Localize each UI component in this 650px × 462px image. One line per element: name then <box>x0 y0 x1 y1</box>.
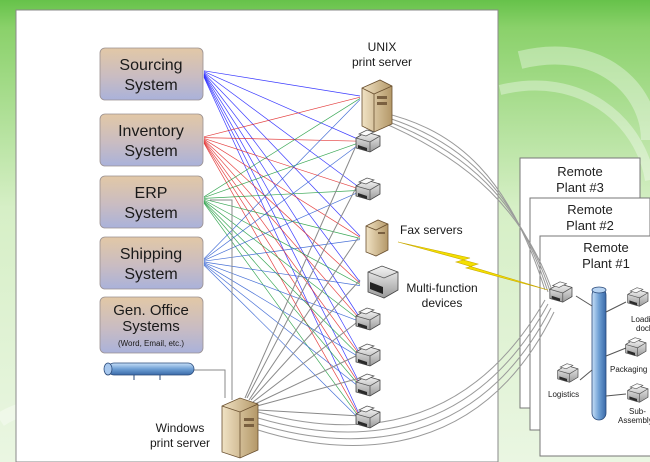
multifunction-device-icon <box>367 265 399 299</box>
office-network-bus <box>103 362 195 380</box>
connection-line <box>203 199 361 285</box>
system-erp: ERP System <box>99 175 204 229</box>
remote-plant-1-line1: Remote <box>583 240 629 255</box>
remote-plant-2-line1: Remote <box>567 202 613 217</box>
mfd-line1: Multi-function <box>406 281 477 295</box>
system-sourcing-line1: Sourcing <box>119 57 182 74</box>
connection-line <box>203 71 361 141</box>
logistics-label: Logistics <box>548 390 579 399</box>
connection-line <box>203 75 361 355</box>
connection-line <box>203 263 361 358</box>
plant-network-bus <box>591 286 607 421</box>
connection-line <box>203 143 361 418</box>
fax-server-icon <box>365 219 389 257</box>
connection-line <box>203 137 361 142</box>
system-sourcing-line2: System <box>124 77 177 94</box>
connection-line <box>203 264 361 420</box>
connection-line <box>203 73 361 283</box>
system-gen-office-line1: Gen. Office <box>113 302 189 319</box>
system-inventory: Inventory System <box>99 113 204 167</box>
system-inventory-line2: System <box>124 143 177 160</box>
system-gen-office: Gen. Office Systems (Word, Email, etc.) <box>99 296 204 354</box>
connection-line <box>203 140 361 320</box>
connection-line <box>203 74 361 319</box>
loading-dock-line1: Loading <box>631 315 650 324</box>
loading-dock-line2: dock <box>636 324 650 333</box>
remote-cables <box>257 111 555 446</box>
windows-server-links <box>190 147 361 417</box>
remote-plant-3-line2: Plant #3 <box>556 180 604 195</box>
connection-line <box>203 261 361 286</box>
windows-server-line1: Windows <box>156 421 205 435</box>
system-shipping: Shipping System <box>99 236 204 290</box>
connection-line <box>203 201 361 357</box>
connection-line <box>203 138 361 190</box>
system-gen-office-line2: Systems <box>122 318 180 335</box>
lightning-bolt-icon <box>397 241 549 291</box>
connection-line <box>203 200 361 321</box>
connection-line <box>203 239 361 262</box>
plant-links <box>575 295 627 397</box>
subassembly-line1: Sub- <box>629 407 646 416</box>
remote-plant-1-line2: Plant #1 <box>582 256 630 271</box>
system-sourcing: Sourcing System <box>99 47 204 101</box>
connection-line <box>203 138 361 238</box>
connection-line <box>203 98 361 198</box>
connection-line <box>203 142 361 198</box>
connection-line <box>203 96 361 138</box>
connection-line <box>203 70 361 97</box>
connection-line <box>203 191 361 261</box>
connection-line <box>203 262 361 322</box>
system-inventory-line1: Inventory <box>118 123 184 140</box>
connection-line <box>203 72 361 237</box>
packaging-label: Packaging <box>610 365 647 374</box>
connection-line <box>203 99 361 260</box>
system-gen-office-sub: (Word, Email, etc.) <box>118 339 184 348</box>
connection-lines <box>203 70 361 420</box>
subassembly-line2: Assembly <box>618 416 650 425</box>
connection-line <box>203 141 361 356</box>
remote-plant-2-line2: Plant #2 <box>566 218 614 233</box>
connection-line <box>203 198 361 239</box>
connection-line <box>203 143 361 260</box>
connection-line <box>203 72 361 189</box>
connection-line <box>203 190 361 199</box>
unix-server-line1: UNIX <box>368 40 397 54</box>
connection-line <box>203 202 361 387</box>
mfd-line2: devices <box>422 296 463 310</box>
connection-line <box>203 142 361 386</box>
unix-server-icon <box>361 79 393 133</box>
windows-server-icon <box>221 397 259 459</box>
system-shipping-line2: System <box>124 266 177 283</box>
unix-server-line2: print server <box>352 55 412 69</box>
connection-line <box>203 264 361 388</box>
connection-line <box>203 139 361 284</box>
connection-line <box>203 77 361 417</box>
remote-plant-3-line1: Remote <box>557 164 603 179</box>
windows-server-line2: print server <box>150 436 210 450</box>
system-shipping-line1: Shipping <box>120 246 182 263</box>
system-erp-line2: System <box>124 205 177 222</box>
system-erp-line1: ERP <box>135 185 168 202</box>
fax-servers-label: Fax servers <box>400 223 463 237</box>
